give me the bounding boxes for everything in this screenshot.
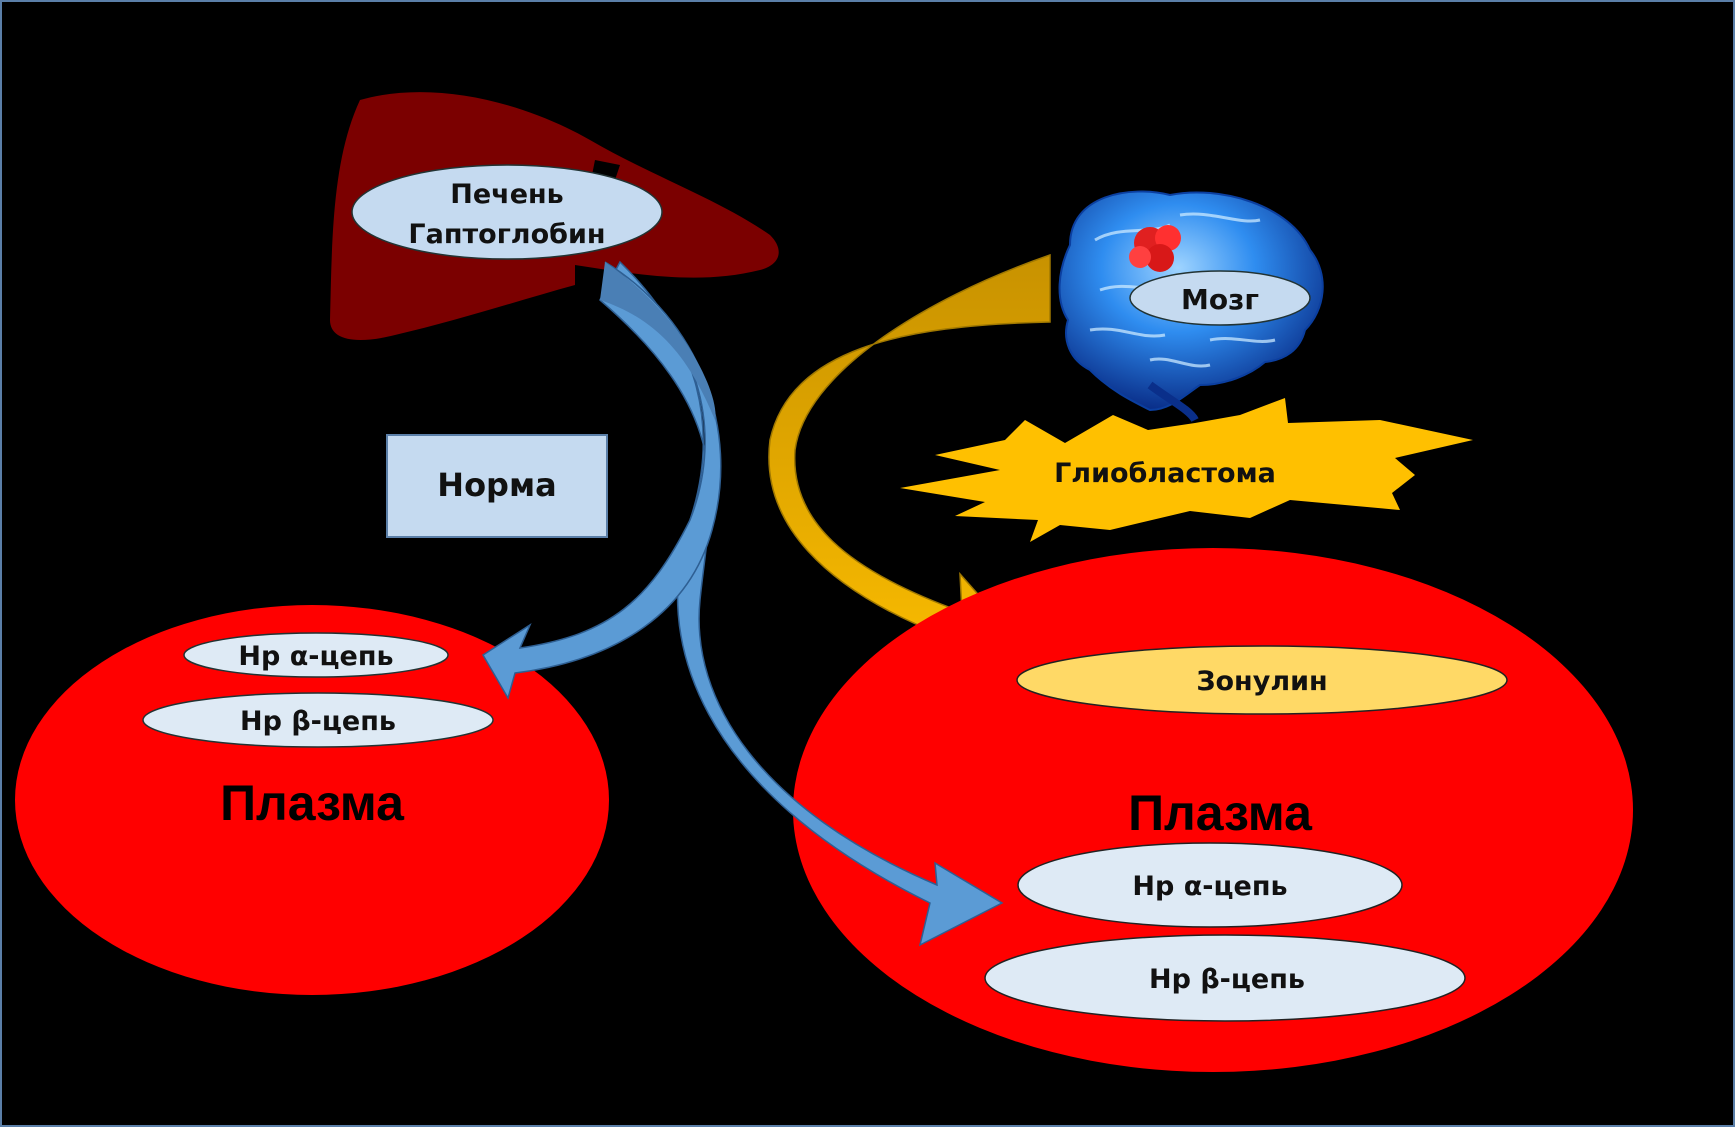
left-alpha-label: Hp α-цепь — [238, 641, 393, 672]
liver-label-line2: Гаптоглобин — [408, 219, 605, 250]
blue-arrow-to-left — [481, 261, 722, 700]
liver-label-ellipse — [351, 164, 663, 260]
right-alpha-ellipse — [1017, 842, 1403, 928]
left-plasma-title: Плазма — [220, 775, 405, 831]
norm-label: Норма — [437, 466, 556, 504]
right-alpha-label: Hp α-цепь — [1132, 871, 1287, 902]
left-beta-ellipse — [142, 692, 494, 748]
right-beta-ellipse — [984, 934, 1466, 1022]
brain-label: Мозг — [1181, 283, 1259, 316]
left-alpha-ellipse — [183, 632, 449, 678]
right-beta-label: Hp β-цепь — [1149, 964, 1305, 995]
glioblastoma-burst — [900, 398, 1473, 542]
left-beta-label: Hp β-цепь — [240, 706, 396, 737]
norm-box — [386, 434, 608, 538]
zonulin-ellipse — [1016, 645, 1508, 715]
glioblastoma-label: Глиобластома — [1054, 458, 1276, 489]
left-plasma-ellipse — [15, 605, 609, 995]
zonulin-label: Зонулин — [1196, 666, 1327, 697]
brain-label-ellipse — [1129, 270, 1311, 326]
right-plasma-title: Плазма — [1128, 785, 1313, 841]
tumor-blob — [1129, 225, 1181, 272]
blue-arrow-overlap — [600, 262, 716, 420]
liver-label-line1: Печень — [450, 179, 563, 210]
